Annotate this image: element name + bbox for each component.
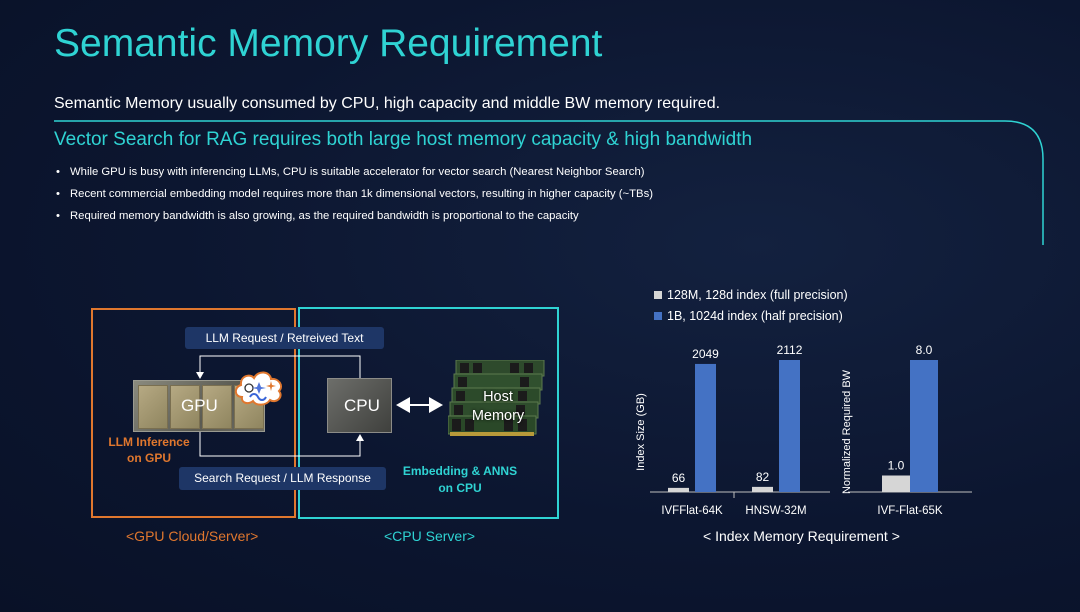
data-label: 2112 xyxy=(777,343,803,357)
gpu-server-box xyxy=(91,308,296,518)
bullet-text: While GPU is busy with inferencing LLMs,… xyxy=(70,166,645,178)
embedding-anns-label: Embedding & ANNS on CPU xyxy=(402,464,518,495)
category-label: HNSW-32M xyxy=(745,505,806,517)
bar xyxy=(882,475,910,492)
legend-item-full-precision: 128M, 128d index (full precision) xyxy=(654,288,848,302)
y-axis-label: Index Size (GB) xyxy=(635,393,647,471)
cpu-server-box xyxy=(298,307,559,519)
bar xyxy=(668,487,689,492)
bullet-dot: • xyxy=(56,166,60,178)
cpu-label: CPU xyxy=(344,396,380,415)
legend-item-half-precision: 1B, 1024d index (half precision) xyxy=(654,309,843,323)
llm-models-cloud-icon xyxy=(234,371,282,406)
data-label: 82 xyxy=(756,470,770,484)
cpu-chip-image xyxy=(327,378,392,433)
data-label: 66 xyxy=(672,471,686,485)
bullet-dot: • xyxy=(56,188,60,200)
llm-request-tag: LLM Request / Retreived Text xyxy=(185,327,384,349)
data-label: 8.0 xyxy=(916,343,933,357)
category-label: IVF-Flat-65K xyxy=(877,505,943,517)
category-label: IVFFlat-64K xyxy=(661,505,723,517)
llm-inference-label: LLM Inference on GPU xyxy=(108,435,190,465)
bar xyxy=(695,363,716,492)
bar xyxy=(779,360,800,492)
bar xyxy=(910,360,938,492)
cpu-server-caption: <CPU Server> xyxy=(384,528,476,544)
y-axis-label: Normalized Required BW xyxy=(841,369,853,494)
bar xyxy=(752,486,773,492)
host-memory-label: Host Memory xyxy=(471,389,525,424)
bullet-text: Recent commercial embedding model requir… xyxy=(70,188,653,200)
bullet-list: • While GPU is busy with inferencing LLMs… xyxy=(56,166,653,232)
data-label: 2049 xyxy=(692,347,719,361)
gpu-label: GPU xyxy=(181,396,218,415)
legend-swatch xyxy=(654,311,662,320)
page-title: Semantic Memory Requirement xyxy=(54,22,603,65)
chart-caption: < Index Memory Requirement > xyxy=(703,528,900,544)
legend-label: 128M, 128d index (full precision) xyxy=(667,288,848,302)
bullet-item: • Required memory bandwidth is also growi… xyxy=(56,210,653,222)
bullet-item: • Recent commercial embedding model requi… xyxy=(56,188,653,200)
bullet-text: Required memory bandwidth is also growin… xyxy=(70,210,579,222)
legend-swatch xyxy=(654,290,662,299)
search-request-tag: Search Request / LLM Response xyxy=(179,467,386,490)
host-memory-dimm-image xyxy=(448,360,545,436)
bullet-dot: • xyxy=(56,210,60,222)
page-subtitle: Semantic Memory usually consumed by CPU,… xyxy=(54,95,721,112)
legend-label: 1B, 1024d index (half precision) xyxy=(667,309,843,323)
data-label: 1.0 xyxy=(888,459,905,473)
bullet-item: • While GPU is busy with inferencing LLMs… xyxy=(56,166,653,178)
section-headline: Vector Search for RAG requires both larg… xyxy=(54,129,753,150)
gpu-server-caption: <GPU Cloud/Server> xyxy=(126,528,259,544)
